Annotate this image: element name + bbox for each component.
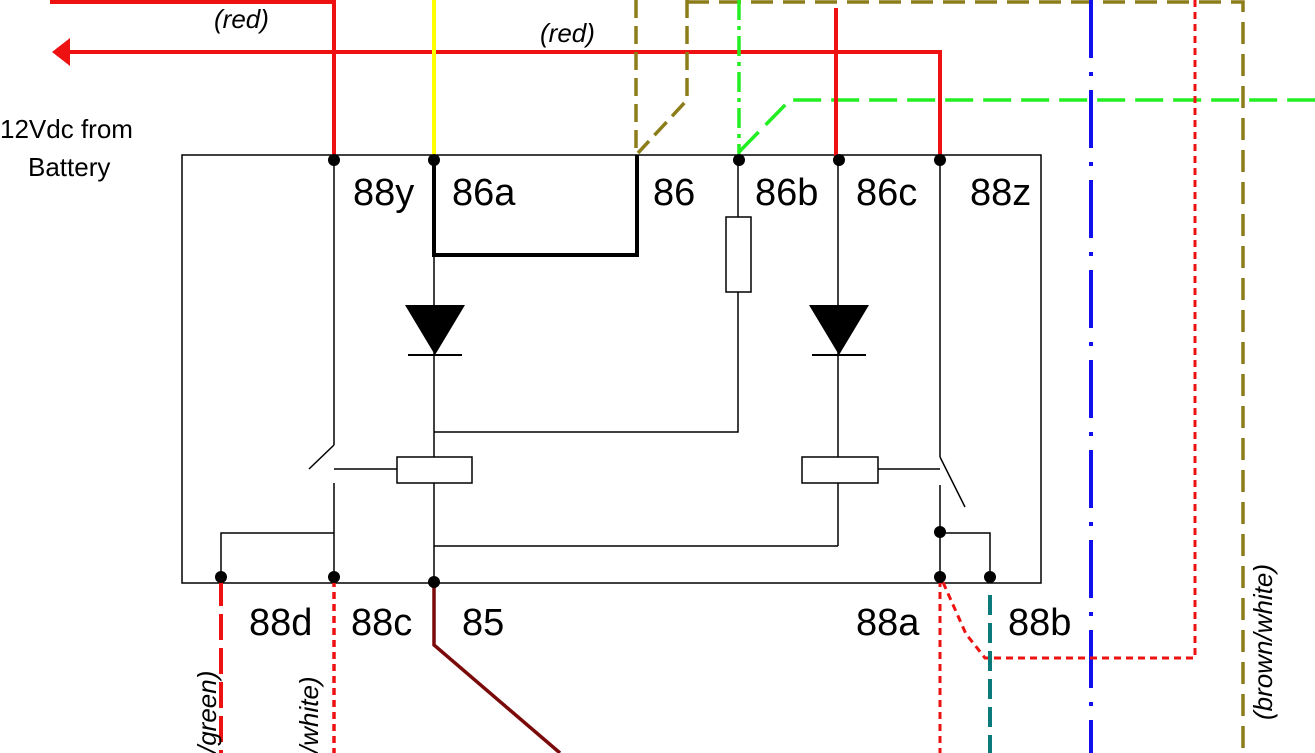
- pin-85: 85: [462, 602, 504, 644]
- resistor-icon: [725, 216, 752, 293]
- wire-olive-86-path: [636, 0, 689, 155]
- wire-label-red-2: (red): [540, 18, 595, 48]
- pin-88d: 88d: [249, 602, 312, 644]
- int-86b-bottom: [434, 292, 739, 433]
- battery-label-line2: Battery: [28, 152, 110, 182]
- pin-86a: 86a: [452, 172, 516, 214]
- wire-red-88y: [50, 0, 336, 160]
- int-86a-86: [432, 155, 639, 257]
- switch-left-blade: [308, 444, 335, 470]
- relay-box: [181, 154, 1042, 584]
- wire-label-green: /green): [192, 671, 222, 753]
- wire-red-dotted-88a: [940, 0, 1197, 660]
- pin-86c: 86c: [856, 172, 917, 214]
- arrow-head: [52, 38, 70, 66]
- coil-right-icon: [801, 456, 879, 484]
- int-88b: [940, 532, 991, 577]
- pin-88b: 88b: [1008, 602, 1071, 644]
- battery-label-line1: 12Vdc from: [0, 114, 133, 144]
- coil-left-icon: [396, 456, 473, 484]
- pin-86b: 86b: [755, 172, 818, 214]
- int-88d: [220, 532, 334, 577]
- pin-88c: 88c: [351, 602, 412, 644]
- switch-right-blade: [939, 456, 966, 508]
- wire-olive-top: [687, 0, 1245, 753]
- wire-green-86b-diag: [737, 98, 1315, 154]
- diode-left-icon: [405, 305, 465, 355]
- pin-88a: 88a: [856, 602, 920, 644]
- wire-label-brown-white: (brown/white): [1248, 564, 1278, 720]
- diode-right-icon: [809, 305, 869, 355]
- wire-red-battery: [68, 50, 942, 160]
- pin-88y: 88y: [353, 172, 414, 214]
- wire-brown-85: [432, 583, 562, 753]
- pin-86: 86: [653, 172, 695, 214]
- wire-label-white: /white): [294, 676, 324, 753]
- wire-label-red-1: (red): [214, 4, 269, 34]
- pin-88z: 88z: [970, 172, 1031, 214]
- terminal-dots: [215, 154, 996, 588]
